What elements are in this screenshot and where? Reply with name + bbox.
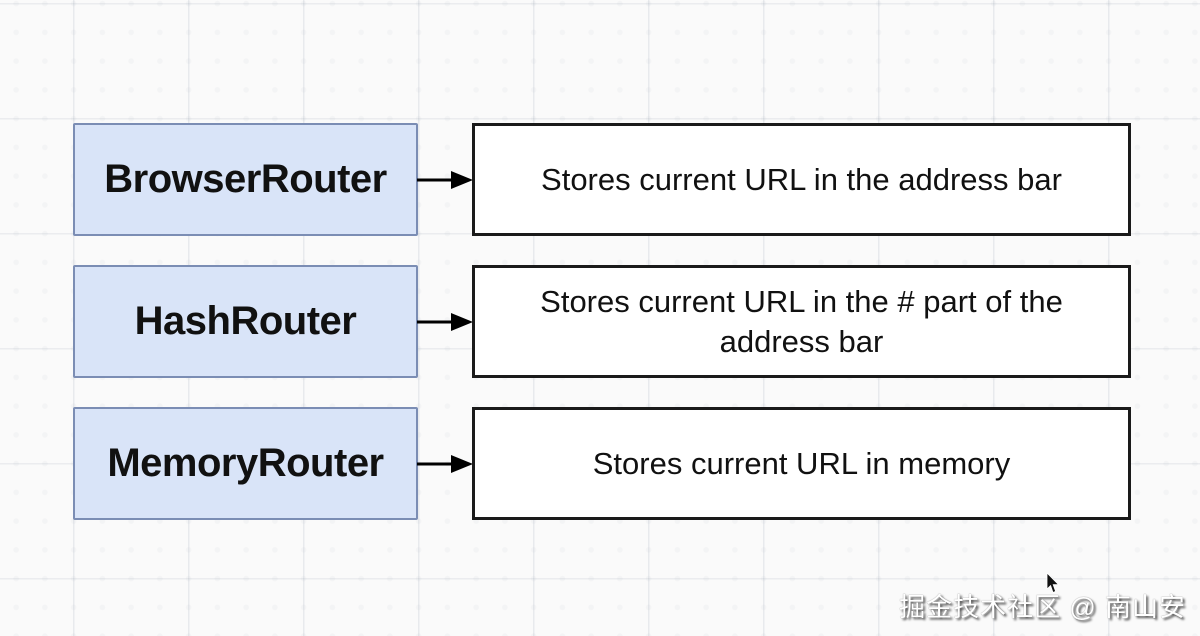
mouse-cursor-icon <box>1046 573 1060 594</box>
router-node-hashrouter: HashRouter <box>73 265 418 378</box>
diagram-row-hashrouter: HashRouter Stores current URL in the # p… <box>0 265 1200 378</box>
router-node-label: MemoryRouter <box>107 441 384 485</box>
description-label: Stores current URL in memory <box>592 445 1011 481</box>
arrow-right-icon <box>417 455 473 473</box>
router-node-label: HashRouter <box>134 299 357 343</box>
router-node-memoryrouter: MemoryRouter <box>73 407 418 520</box>
description-node: Stores current URL in memory <box>472 407 1131 520</box>
diagram-row-browserrouter: BrowserRouter Stores current URL in the … <box>0 123 1200 236</box>
arrow-right-icon <box>417 313 473 331</box>
router-node-browserrouter: BrowserRouter <box>73 123 418 236</box>
watermark-text: 掘金技术社区 @ 南山安 <box>899 592 1186 622</box>
description-label: Stores current URL in the # part of the … <box>540 283 1063 359</box>
description-label: Stores current URL in the address bar <box>541 161 1062 197</box>
diagram-row-memoryrouter: MemoryRouter Stores current URL in memor… <box>0 407 1200 520</box>
router-node-label: BrowserRouter <box>104 157 387 201</box>
description-node: Stores current URL in the # part of the … <box>472 265 1131 378</box>
arrow-right-icon <box>417 171 473 189</box>
description-node: Stores current URL in the address bar <box>472 123 1131 236</box>
